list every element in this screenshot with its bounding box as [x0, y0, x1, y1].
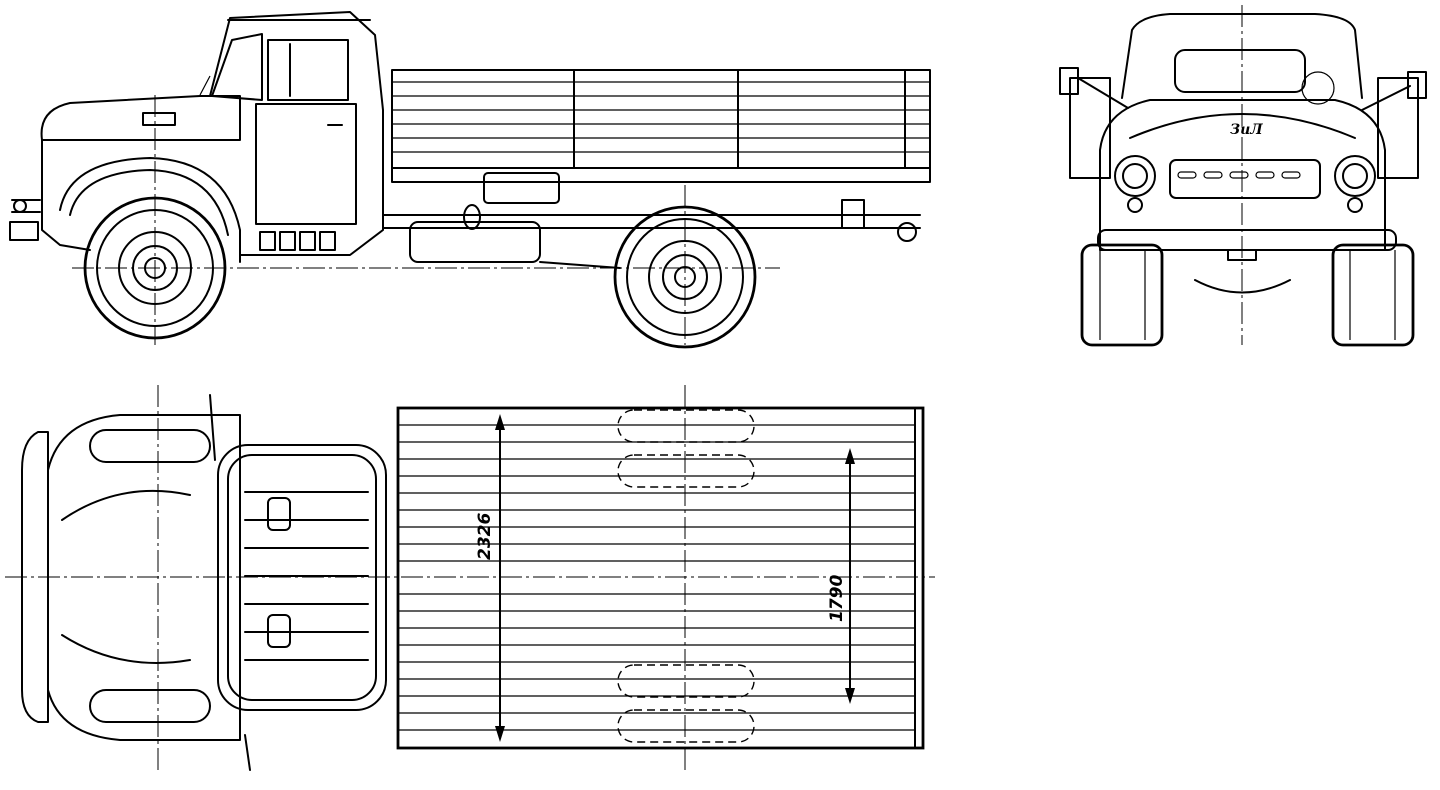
side-front-wheel [83, 196, 227, 340]
front-view: ЗиЛ [1059, 5, 1427, 347]
top-hood-crease-lower [61, 634, 191, 664]
top-cargo-bed [396, 406, 925, 750]
front-badge-text: ЗиЛ [1230, 122, 1263, 138]
side-rear-hitch [897, 222, 917, 242]
top-hood [47, 414, 241, 741]
top-front-fender-right [89, 689, 211, 723]
front-mirror-arms [1077, 77, 1411, 111]
top-cab-roof [217, 444, 387, 711]
front-grille-slots [1177, 171, 1301, 179]
side-fender-inner [69, 169, 229, 236]
side-battery-boxes [259, 231, 336, 251]
side-cargo-floor [391, 167, 931, 183]
top-hood-crease-upper [61, 489, 191, 521]
side-rear-light [841, 199, 865, 229]
side-cargo-planks [392, 81, 930, 153]
side-windshield [211, 33, 263, 101]
top-cab-roof-inner [227, 454, 377, 701]
front-windshield [1174, 49, 1306, 93]
side-front-grille-edge [41, 139, 91, 251]
side-cab-window [267, 39, 349, 101]
front-headlight-left [1114, 155, 1156, 213]
front-cab [1121, 13, 1363, 99]
side-fuel-tank [409, 221, 541, 263]
side-spare-holder [463, 204, 481, 230]
top-roof-vent-2 [267, 614, 291, 648]
top-rear-wheel-outer-left [617, 409, 755, 443]
side-view [9, 11, 931, 349]
front-steering-wheel [1301, 71, 1335, 105]
front-axle-housing [1194, 279, 1291, 294]
front-grille [1169, 159, 1321, 199]
top-rear-wheel-outer-right [617, 709, 755, 743]
top-bed-planks [398, 424, 915, 731]
front-bumper [1097, 229, 1397, 251]
side-hood-vent [142, 112, 176, 126]
dimension-label-1790: 1790 [827, 575, 847, 622]
top-roof-ribs [244, 491, 369, 661]
front-wheel-left [1080, 243, 1164, 347]
top-dimension-width-outer: 2326 [475, 414, 505, 742]
top-rear-wheel-inner-right [617, 664, 755, 698]
side-rear-wheel [613, 205, 757, 349]
top-dimension-track: 1790 [827, 448, 855, 704]
side-door [255, 103, 357, 225]
side-hood [40, 95, 241, 141]
top-rear-wheel-inner-left [617, 454, 755, 488]
top-front-bumper [21, 431, 49, 723]
front-plate-holder [1227, 249, 1257, 261]
top-front-fender-left [89, 429, 211, 463]
dimension-label-2326: 2326 [475, 513, 495, 560]
side-toolbox [483, 172, 560, 204]
side-cab-body [209, 11, 384, 256]
side-tow-hook [13, 199, 27, 213]
front-hood-face [1099, 99, 1386, 251]
front-hood-top-curve [1129, 113, 1356, 139]
top-roof-vent-1 [267, 497, 291, 531]
top-mirrors [209, 394, 251, 771]
side-front-fender [59, 157, 241, 263]
front-headlight-right [1334, 155, 1376, 213]
side-mirror [199, 75, 211, 96]
front-wheel-right [1331, 243, 1415, 347]
front-body-left [1069, 77, 1111, 179]
side-driveshaft [539, 261, 621, 269]
side-cargo-body [391, 69, 931, 169]
top-view: 2326 1790 [5, 385, 935, 771]
